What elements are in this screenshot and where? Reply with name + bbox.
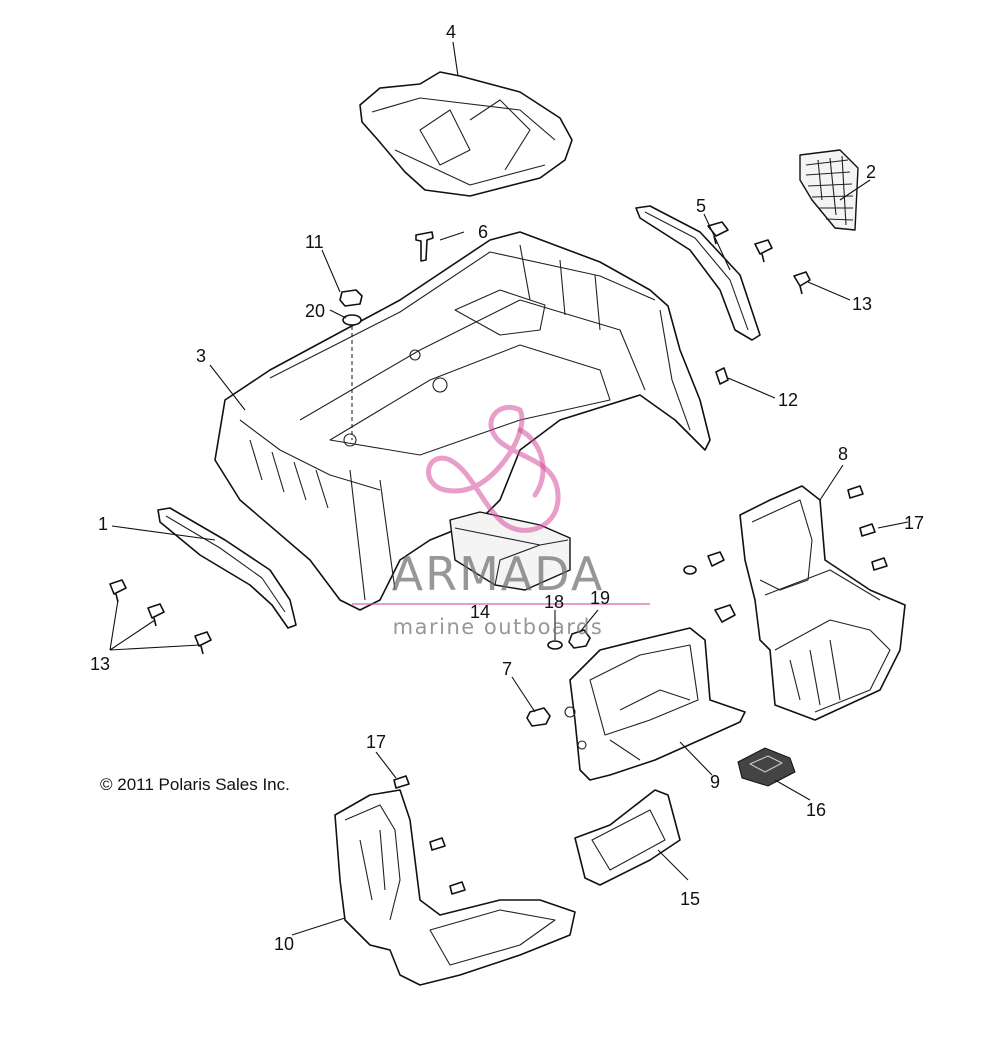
part-13-rivet: [793, 271, 811, 295]
part-12-screw: [715, 367, 729, 385]
part-17-bolt: [871, 557, 888, 571]
part-18-washer: [547, 640, 563, 650]
part-13-rivet: [194, 631, 212, 655]
part-17-bolt: [393, 775, 410, 789]
grommet: [707, 551, 725, 567]
callout-4: 4: [446, 22, 456, 42]
callout-14: 14: [470, 602, 490, 622]
part-5-trim-strip: [635, 205, 761, 341]
callout-10: 10: [274, 934, 294, 954]
watermark-logo-icon: [426, 404, 561, 533]
callout-16: 16: [806, 800, 826, 820]
callout-17-right: 17: [904, 513, 924, 533]
part-4-cover-panel: [359, 71, 573, 197]
callout-18: 18: [544, 592, 564, 612]
part-13-rivet: [147, 603, 165, 627]
part-16-pad: [737, 747, 796, 787]
callout-labels: 1 2 3 4 5 6 7 8 9 10 11 12 13 13 14 15 1…: [90, 22, 924, 954]
leader-lines: [109, 41, 909, 936]
part-9-storage-tray: [564, 627, 746, 781]
callout-12: 12: [778, 390, 798, 410]
watermark-brand: ARMADA: [392, 547, 605, 601]
callout-1: 1: [98, 514, 108, 534]
callout-2: 2: [866, 162, 876, 182]
callout-5: 5: [696, 196, 706, 216]
grommet: [714, 604, 736, 623]
washer: [683, 565, 697, 575]
part-8-storage-box: [739, 485, 906, 721]
fasteners: [109, 221, 888, 895]
part-17-bolt: [449, 881, 466, 895]
callout-15: 15: [680, 889, 700, 909]
part-3-cargo-bed: [214, 231, 711, 611]
callout-8: 8: [838, 444, 848, 464]
part-13-rivet: [707, 221, 729, 245]
callout-3: 3: [196, 346, 206, 366]
part-19-nut: [568, 629, 591, 649]
part-7-nut: [526, 707, 551, 727]
callout-9: 9: [710, 772, 720, 792]
part-10-lower-box: [334, 789, 576, 986]
part-13-rivet: [109, 579, 127, 603]
watermark: ARMADA marine outboards: [352, 404, 650, 639]
part-20-washer: [342, 314, 362, 326]
callout-11: 11: [305, 232, 324, 252]
part-2-grille: [799, 149, 859, 231]
part-17-bolt: [429, 837, 446, 851]
callout-17-lower: 17: [366, 732, 386, 752]
part-14-center-block: [449, 511, 571, 591]
copyright-notice: © 2011 Polaris Sales Inc.: [100, 775, 290, 794]
callout-13-right: 13: [852, 294, 872, 314]
callout-19: 19: [590, 588, 610, 608]
part-15-panel: [574, 789, 681, 886]
callout-7: 7: [502, 659, 512, 679]
callout-13-left: 13: [90, 654, 110, 674]
callout-20: 20: [305, 301, 325, 321]
part-17-bolt: [859, 523, 876, 537]
watermark-tagline: marine outboards: [393, 615, 604, 639]
part-11-nut: [339, 289, 363, 307]
part-1-side-trim: [157, 507, 297, 629]
part-13-rivet: [754, 239, 773, 263]
part-17-bolt: [847, 485, 864, 499]
callout-6: 6: [478, 222, 488, 242]
part-6-bolt: [415, 231, 434, 262]
